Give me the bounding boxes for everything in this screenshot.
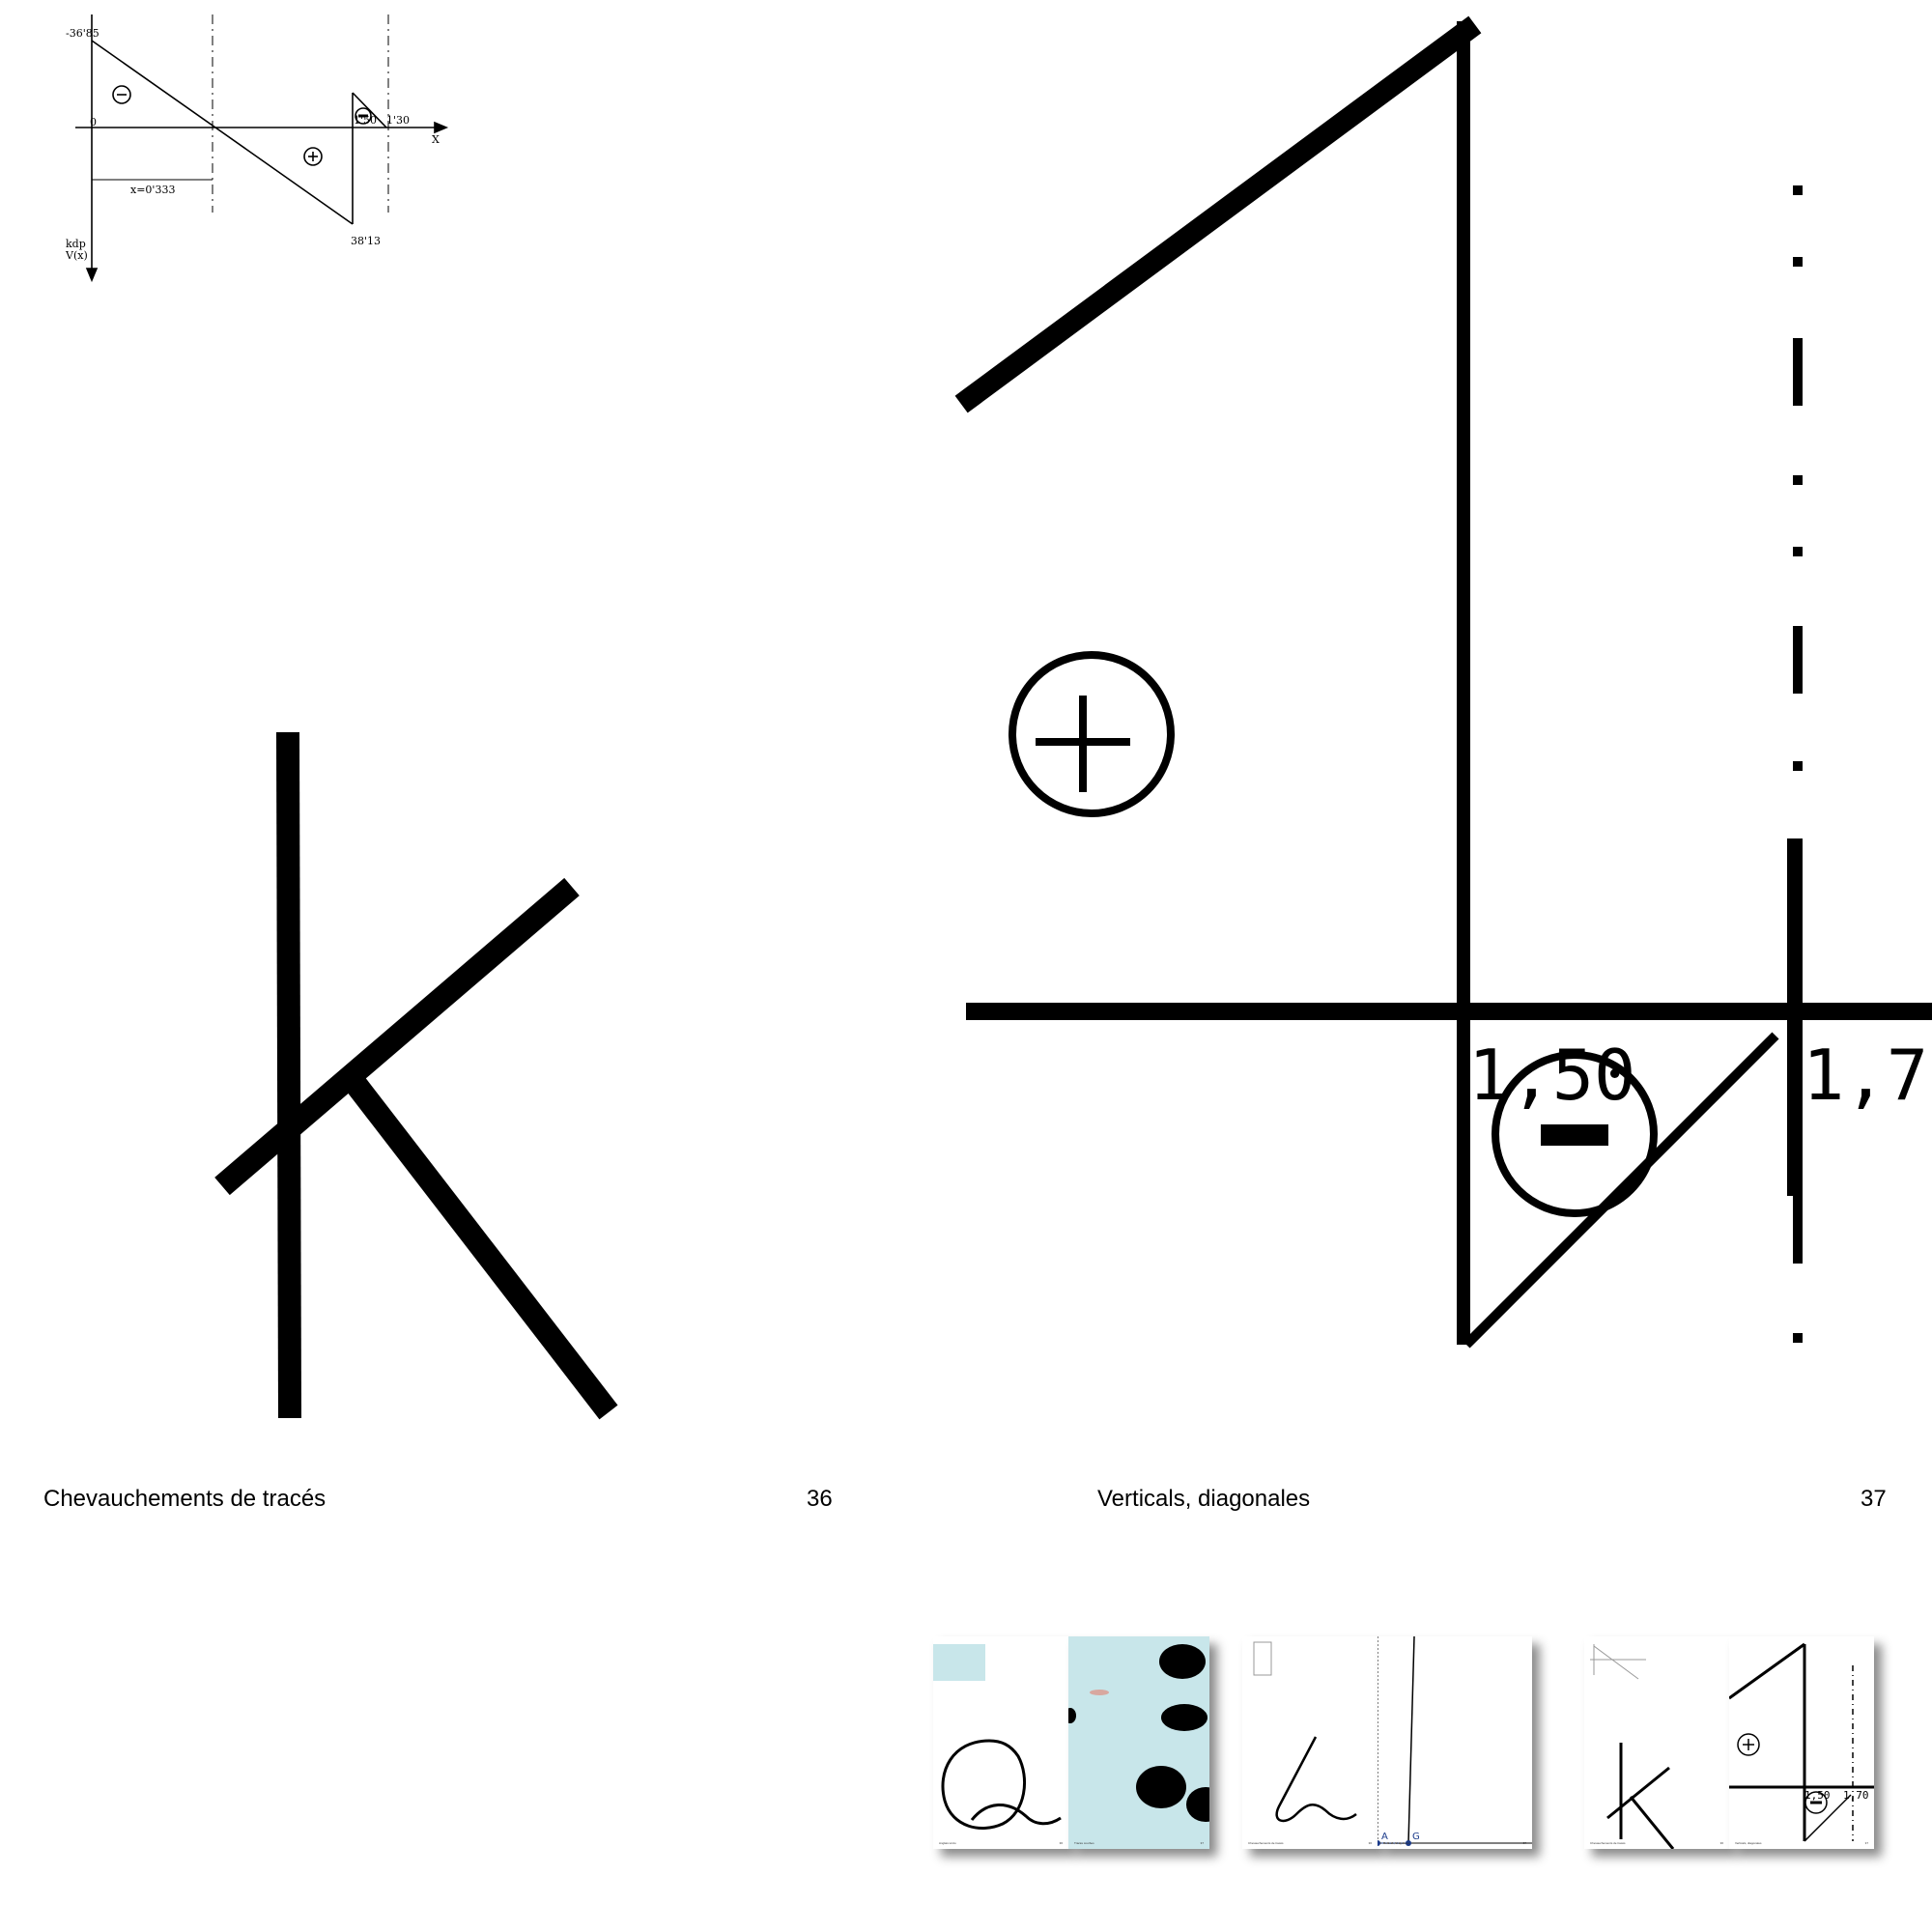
label-x-distance: x=0'333 [130, 184, 175, 196]
thumbnail-k [1590, 1644, 1675, 1849]
thumbnail-number: 37 [1864, 1841, 1868, 1845]
right-page-caption: Verticals, diagonales [1097, 1486, 1311, 1512]
top-diagonal [954, 15, 1482, 413]
thumbnail-caption: Anglais tordu [939, 1841, 956, 1845]
large-pixel-diagram: 1,50 1,70 [954, 15, 1932, 1349]
label-origin: 0 [90, 116, 97, 128]
thumbnail-caption: Chevauchements de tracés [1248, 1841, 1284, 1845]
thumbnail-spread-1-left[interactable]: Anglais tordu 36 [933, 1636, 1068, 1849]
thumbnail-number: 37 [1522, 1841, 1526, 1845]
lower-diagonal [1463, 1032, 1779, 1349]
thumbnail-number: 37 [1200, 1841, 1204, 1845]
label-bottom-value: 38'13 [351, 235, 381, 247]
thumbnail-blue-block [933, 1644, 985, 1681]
thumbnail-caption: Verticals, diagonales [1735, 1841, 1762, 1845]
thumbnail-caption: Verticals, diagonales [1383, 1841, 1410, 1845]
thumbnail-spread-1-right[interactable]: Tracés courbes 37 [1068, 1636, 1209, 1849]
thumbnail-number: 36 [1719, 1841, 1723, 1845]
label-150-large: 1,50 [1468, 1035, 1635, 1116]
label-150: 1'50 [354, 114, 377, 127]
thumbnail-spread-2-left[interactable]: Chevauchements de tracés 36 [1242, 1636, 1378, 1849]
thumbnail-label-170: 1,70 [1843, 1789, 1869, 1802]
left-page-number: 36 [807, 1486, 833, 1512]
plus-circle [1009, 651, 1175, 817]
label-top-value: -36'85 [66, 27, 99, 40]
thumbnail-spread-3-right[interactable]: 1,50 1,70 Verticals, diagonales 37 [1729, 1636, 1874, 1849]
thumbnail-label-g: G [1412, 1832, 1420, 1842]
dash-dot-line [1793, 185, 1803, 1343]
minus-circle [1492, 1051, 1658, 1217]
small-shear-diagram: -36'85 0 x=0'333 38'13 1'50 1'30 X V(x) … [65, 14, 449, 283]
thumbnail-number: 36 [1368, 1841, 1372, 1845]
label-kdp: kdp [66, 238, 86, 250]
thumbnail-label-150: 1,50 [1804, 1789, 1831, 1802]
thumbnail-label-a: A [1381, 1832, 1388, 1842]
label-vx: V(x) [65, 249, 88, 262]
thumbnail-q-letter [941, 1739, 1062, 1831]
large-k-strokes [214, 731, 618, 1420]
thumbnail-verticals: A G [1378, 1636, 1532, 1846]
thumbnail-number: 36 [1059, 1841, 1063, 1845]
thumbnail-caption: Tracés courbes [1074, 1841, 1094, 1845]
thumbnail-pixel-diagram: 1,50 1,70 [1729, 1642, 1874, 1842]
thumbnail-spread-2-right[interactable]: A G Verticals, diagonales 37 [1378, 1636, 1532, 1849]
label-130: 1'30 [386, 114, 410, 127]
label-x-axis: X [432, 133, 440, 146]
label-170-large: 1,70 [1803, 1035, 1932, 1116]
thumbnail-dots [1068, 1644, 1209, 1822]
thumbnail-script-l [1253, 1641, 1357, 1823]
thumbnail-caption: Chevauchements de tracés [1590, 1841, 1626, 1845]
right-page-number: 37 [1861, 1486, 1887, 1512]
left-page-caption: Chevauchements de tracés [43, 1486, 327, 1512]
thumbnail-spread-3-left[interactable]: Chevauchements de tracés 36 [1584, 1636, 1729, 1849]
